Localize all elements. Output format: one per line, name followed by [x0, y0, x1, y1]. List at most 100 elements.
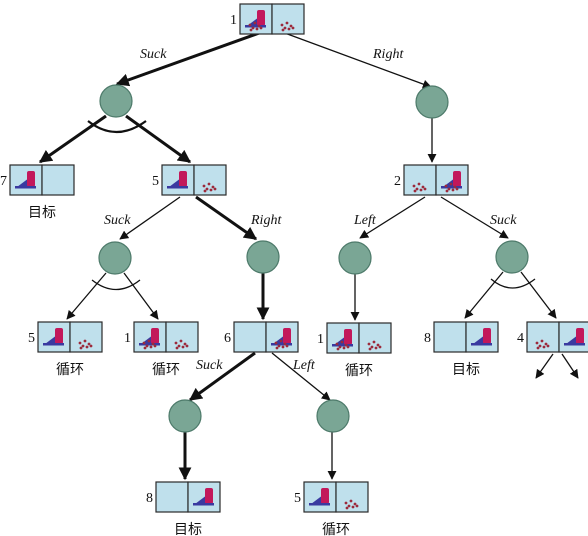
- state-number: 7: [0, 174, 7, 189]
- action-label: Suck: [104, 213, 131, 228]
- chance-node: [316, 399, 350, 433]
- state-node: 1 循环: [124, 321, 199, 378]
- tree-edges: [38, 30, 579, 481]
- state-label: 目标: [452, 362, 480, 378]
- edge-left-2: [359, 196, 426, 239]
- edge-chanceA-7: [38, 114, 107, 164]
- edge-chanceF-4: [520, 271, 557, 319]
- left-square: [403, 164, 437, 196]
- left-square: [9, 164, 43, 196]
- vacuum-robot-icon: [471, 328, 492, 346]
- state-number: 5: [294, 491, 301, 506]
- dirt-icon: [535, 339, 550, 350]
- action-label: Suck: [140, 47, 167, 62]
- state-node: 7 目标: [0, 164, 75, 221]
- chance-nodes: [98, 84, 529, 433]
- vacuum-robot-icon: [309, 488, 330, 506]
- state-node: 4: [517, 321, 588, 353]
- vacuum-robot-icon: [193, 488, 214, 506]
- chance-node: [495, 240, 529, 274]
- chance-node: [415, 85, 449, 119]
- edge-left-6: [271, 352, 331, 401]
- right-square: [41, 164, 75, 196]
- state-node: 8 目标: [146, 481, 221, 536]
- chance-node: [99, 84, 133, 118]
- dirt-icon: [344, 499, 359, 510]
- dirt-icon: [202, 182, 217, 193]
- edge-chanceC-5: [66, 272, 107, 320]
- edge-right-5: [195, 195, 258, 241]
- state-number: 5: [152, 174, 159, 189]
- edge-suck-2: [440, 196, 509, 239]
- left-square: [433, 321, 467, 353]
- action-label: Right: [372, 47, 404, 62]
- state-node: 2: [394, 164, 469, 196]
- dirt-icon: [444, 182, 459, 193]
- left-square: [133, 321, 167, 353]
- dirt-icon: [335, 340, 350, 351]
- edge-suck-5: [119, 196, 181, 240]
- and-arc-C: [91, 279, 141, 291]
- dirt-icon: [274, 339, 289, 350]
- state-label: 目标: [28, 205, 56, 221]
- action-label: Left: [292, 358, 316, 373]
- state-node: 5: [152, 164, 227, 196]
- edge-chanceF-8: [464, 271, 504, 319]
- action-labels: Suck Right Suck Right Left Suck Suck Lef…: [104, 47, 517, 373]
- state-label: 循环: [56, 362, 84, 378]
- state-node: 8 目标: [424, 321, 499, 378]
- left-square: [37, 321, 71, 353]
- left-square: [161, 164, 195, 196]
- dirt-icon: [412, 182, 427, 193]
- state-node: 6: [224, 321, 299, 353]
- state-number: 4: [517, 331, 524, 346]
- right-square: [187, 481, 221, 513]
- dirt-icon: [174, 339, 189, 350]
- action-label: Right: [250, 213, 282, 228]
- right-square: [465, 321, 499, 353]
- state-nodes: 1 7 目标 5 2 5 循环 1 循环 6 1 循环 8 目标 4 8 目标 5 循环: [0, 3, 588, 536]
- vacuum-robot-icon: [15, 171, 36, 189]
- and-arc-F: [490, 278, 536, 289]
- state-number: 8: [424, 331, 431, 346]
- chance-node: [246, 240, 280, 274]
- state-label: 循环: [322, 522, 350, 536]
- state-node: 1 循环: [317, 322, 392, 379]
- state-label: 目标: [174, 522, 202, 536]
- left-square: [303, 481, 337, 513]
- edge-4-a: [535, 353, 554, 379]
- edge-suck-6: [188, 351, 256, 402]
- state-label: 循环: [152, 362, 180, 378]
- action-label: Suck: [490, 213, 517, 228]
- state-node: 5 循环: [294, 481, 369, 536]
- vacuum-robot-icon: [167, 171, 188, 189]
- vacuum-robot-icon: [43, 328, 64, 346]
- action-label: Left: [353, 213, 377, 228]
- left-square: [155, 481, 189, 513]
- state-label: 循环: [345, 363, 373, 379]
- state-node: 1: [230, 3, 305, 35]
- and-arc-A: [87, 120, 147, 133]
- state-number: 1: [230, 13, 237, 28]
- right-square: [265, 321, 299, 353]
- dirt-icon: [367, 340, 382, 351]
- state-number: 2: [394, 174, 401, 189]
- chance-node: [98, 241, 132, 275]
- chance-node: [338, 241, 372, 275]
- state-number: 1: [124, 331, 131, 346]
- dirt-icon: [280, 21, 295, 32]
- left-square: [233, 321, 267, 353]
- state-number: 6: [224, 331, 231, 346]
- edge-4-b: [561, 353, 579, 379]
- state-number: 5: [28, 331, 35, 346]
- dirt-icon: [78, 339, 93, 350]
- edge-chanceA-5: [125, 114, 192, 164]
- chance-node: [168, 399, 202, 433]
- state-node: 5 循环: [28, 321, 103, 378]
- vacuum-robot-icon: [564, 328, 585, 346]
- edge-chanceC-1: [123, 272, 159, 320]
- state-number: 8: [146, 491, 153, 506]
- edge-suck-root: [115, 30, 263, 87]
- state-number: 1: [317, 332, 324, 347]
